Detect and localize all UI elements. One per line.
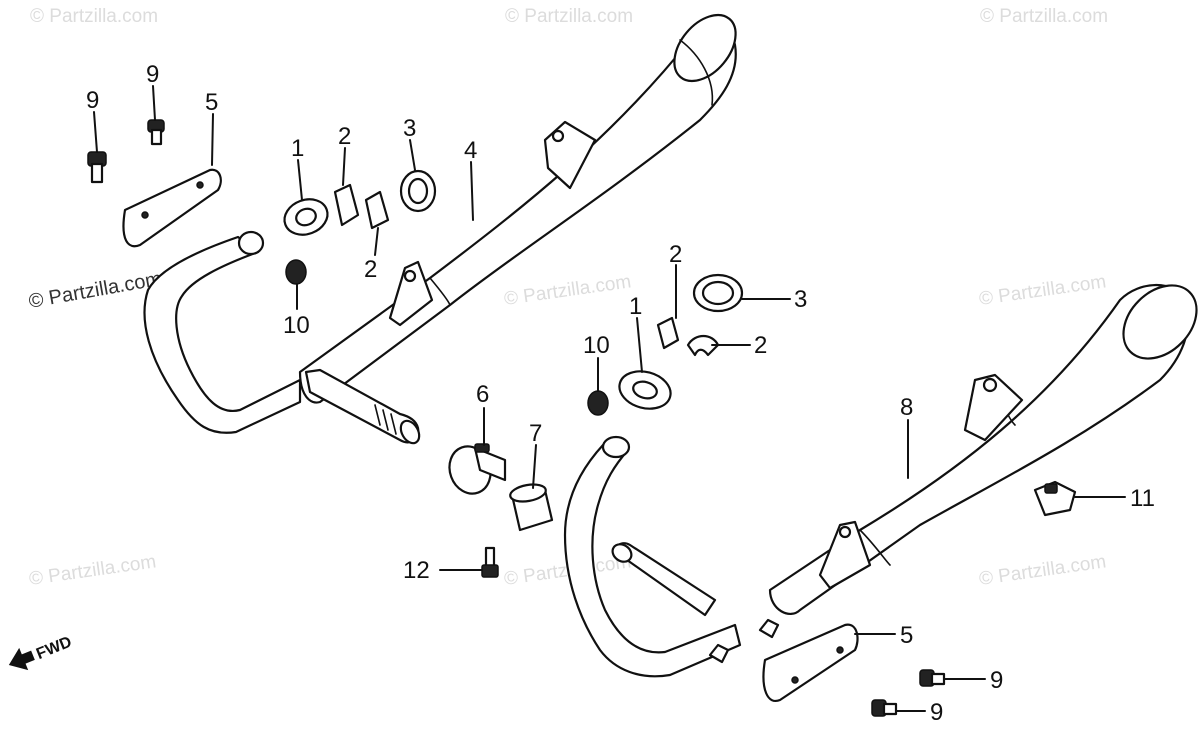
bolt-9-c — [919, 669, 946, 687]
collar-2-c — [656, 316, 680, 350]
header-pipe-inlet-right — [601, 435, 631, 459]
collar-2-d — [686, 334, 720, 357]
muffler-right — [563, 283, 1198, 678]
collar-2-b — [364, 190, 390, 230]
bolt-9-b — [147, 119, 165, 146]
shield-hole — [141, 211, 149, 219]
callout-9: 9 — [146, 61, 159, 88]
gasket-3-upper-hole — [407, 177, 429, 205]
bolt-9-a — [87, 151, 107, 184]
muffler-end-left — [673, 13, 737, 83]
callout-5: 5 — [900, 622, 913, 649]
muffler-left — [143, 13, 737, 445]
fwd-label: FWD — [34, 634, 74, 663]
muffler-seam — [859, 529, 891, 566]
callout-1: 1 — [629, 293, 642, 320]
clamp-6 — [448, 443, 507, 495]
bracket-hole — [982, 377, 998, 393]
callout-4: 4 — [464, 137, 477, 164]
collar-2-a — [333, 183, 360, 227]
leader-lines — [93, 85, 1126, 712]
callout-2: 2 — [754, 332, 767, 359]
callout-9: 9 — [930, 699, 943, 726]
bracket-hole — [551, 129, 565, 143]
gasket-3-lower-hole — [701, 280, 735, 306]
callout-2: 2 — [669, 241, 682, 268]
muffler-bracket-right — [963, 373, 1024, 442]
heat-shield-upper — [122, 168, 222, 248]
watermark-dark: © Partzilla.com — [27, 268, 164, 313]
bracket-hole — [403, 269, 417, 283]
header-pipe-left — [143, 235, 302, 434]
callout-8: 8 — [900, 394, 913, 421]
pipe-ribs — [374, 404, 397, 435]
nut-10-upper — [285, 259, 307, 285]
flange-1-lower-hole — [632, 380, 658, 400]
bolt-9-d — [871, 699, 898, 717]
pipe-bracket-left — [388, 260, 434, 327]
fwd-indicator: FWD — [8, 634, 74, 671]
arrow-left-icon — [8, 647, 35, 671]
callout-5: 5 — [205, 89, 218, 116]
shield-hole — [196, 181, 204, 189]
muffler-end-right — [1122, 284, 1198, 360]
bolt-12 — [481, 546, 499, 578]
crossover-end — [399, 419, 421, 445]
callout-6: 6 — [476, 381, 489, 408]
callout-10: 10 — [283, 312, 310, 339]
header-pipe-right — [563, 443, 742, 678]
pipe-bracket-right — [818, 520, 872, 590]
watermark: © Partzilla.com — [978, 271, 1108, 310]
callout-11: 11 — [1130, 485, 1155, 512]
header-pipe-inlet-left — [237, 230, 265, 256]
callout-12: 12 — [403, 557, 430, 584]
mount-stud — [758, 618, 780, 639]
watermark: © Partzilla.com — [980, 6, 1108, 27]
shield-hole — [836, 646, 844, 654]
callout-numbers: 9 9 5 1 2 3 4 2 10 2 3 2 1 10 6 7 8 11 1… — [86, 61, 1155, 726]
heat-shield-lower — [762, 623, 859, 703]
callout-2: 2 — [338, 123, 351, 150]
callout-3: 3 — [794, 286, 807, 313]
watermark: © Partzilla.com — [503, 271, 633, 310]
muffler-body-left — [298, 24, 737, 404]
callout-9: 9 — [86, 87, 99, 114]
nut-11 — [1033, 480, 1077, 517]
bracket-hole — [838, 525, 852, 539]
callout-9: 9 — [990, 667, 1003, 694]
callout-2: 2 — [364, 256, 377, 283]
crossover-end — [611, 543, 633, 563]
watermark: © Partzilla.com — [978, 551, 1108, 590]
muffler-seam — [679, 39, 714, 106]
muffler-seam — [429, 277, 451, 306]
callout-7: 7 — [529, 420, 542, 447]
sleeve-7 — [509, 483, 554, 532]
watermark: © Partzilla.com — [30, 6, 158, 27]
shield-hole — [791, 676, 799, 684]
flange-1-upper-hole — [295, 207, 317, 227]
watermark: © Partzilla.com — [28, 551, 158, 590]
watermark: © Partzilla.com — [505, 6, 633, 27]
nut-10-lower — [587, 390, 609, 416]
mount-stud — [708, 643, 730, 664]
callout-1: 1 — [291, 135, 304, 162]
callout-10: 10 — [583, 332, 610, 359]
callout-3: 3 — [403, 115, 416, 142]
